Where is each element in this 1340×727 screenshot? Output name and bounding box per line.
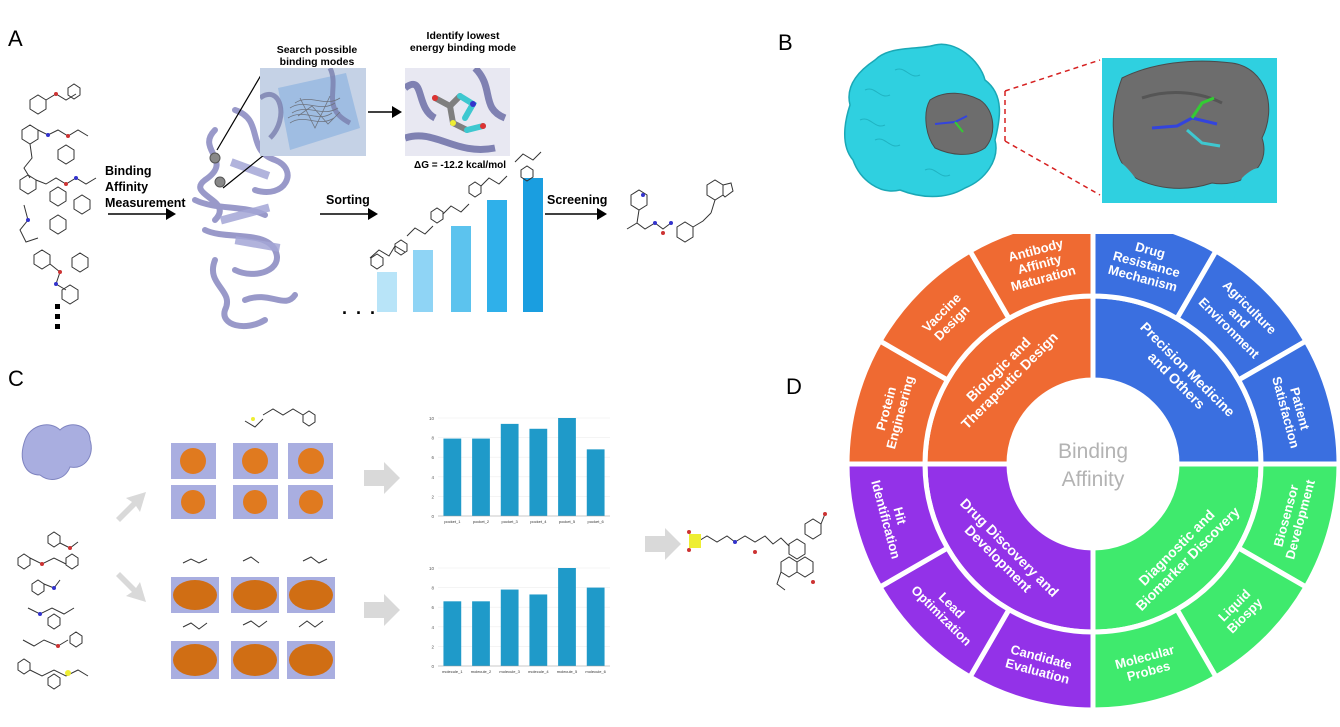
horizontal-ellipsis: . . .: [342, 298, 378, 318]
sorted-affinity-bars: [369, 151, 543, 312]
ligand-set: [17, 531, 89, 690]
molecule-chart-xtick: molecule_5: [557, 669, 578, 674]
molecule-chart-bar: [558, 568, 576, 666]
pocket-chart-ytick: 10: [429, 416, 435, 421]
pocket-chart-xtick: pocket_1: [444, 519, 461, 524]
pocket-docking-grid: [163, 405, 338, 520]
pocket-chart-ytick: 8: [431, 436, 434, 441]
molecule-chart-ytick: 0: [431, 664, 434, 669]
molecule-chart-ytick: 2: [431, 644, 434, 649]
molecule-chart-bar: [472, 601, 490, 666]
sorting-label: Sorting: [326, 193, 370, 207]
panel-d-letter: D: [786, 374, 802, 399]
hit-molecule: [626, 179, 734, 243]
molecule-chart-ytick: 10: [429, 566, 435, 571]
lowest-energy-mode-box: [405, 68, 510, 156]
pocket-chart-bar: [529, 428, 548, 516]
molecule-chart-bar: [586, 587, 605, 666]
sorted-bar-2: [413, 250, 433, 312]
identify-lowest-energy-label: Identify lowest energy binding mode: [409, 30, 517, 54]
molecule-score-chart: 0 2 4 6 8 10 molecule_1 molecule_2 molecule_3 mol…: [429, 566, 610, 674]
protein-surface: [844, 43, 1001, 198]
svg-text:Hit: Hit: [891, 505, 910, 526]
arrow-to-identify: [368, 106, 402, 118]
pocket-chart-bar: [472, 438, 490, 516]
outer-sector: [848, 461, 951, 590]
search-binding-modes-label: Search possible binding modes: [276, 44, 358, 68]
sorted-bar-5: [523, 178, 543, 312]
screening-label: Screening: [547, 193, 608, 207]
pocket-chart-xtick: pocket_3: [502, 519, 519, 524]
pocket-chart-xtick: pocket_5: [559, 519, 576, 524]
gray-arrow-down: [116, 572, 146, 602]
pocket-chart-xtick: pocket_2: [473, 519, 490, 524]
molecule-chart-bar: [443, 601, 462, 666]
gray-arrow-right-top: [364, 462, 400, 494]
pocket-chart-ytick: 0: [431, 514, 434, 519]
molecule-chart-bar: [500, 589, 519, 666]
molecule-chart-xtick: molecule_3: [499, 669, 520, 674]
molecule-chart-ytick: 6: [431, 605, 434, 610]
molecule-chart-xtick: molecule_6: [585, 669, 606, 674]
sorted-bar-1: [377, 272, 397, 312]
target-protein-surface: [21, 424, 92, 480]
molecule-chart-bar: [529, 594, 548, 666]
sorted-bar-3: [451, 226, 471, 312]
pocket-chart-bar: [500, 423, 519, 516]
molecule-chart-xtick: molecule_1: [442, 669, 463, 674]
pocket-chart-ytick: 4: [431, 475, 434, 480]
pocket-chart-bar: [558, 418, 576, 516]
panel-c-letter: C: [8, 366, 24, 391]
gray-arrow-right-bottom: [364, 594, 400, 626]
arrow-to-protein: [108, 208, 176, 220]
pocket-chart-bar: [586, 449, 605, 516]
zoom-guides: [1004, 59, 1101, 196]
pocket-chart-ytick: 6: [431, 455, 434, 460]
sorted-bar-4: [487, 200, 507, 312]
arrow-screening: [545, 208, 607, 220]
center-label: Affinity: [1062, 468, 1125, 491]
pocket-chart-bar: [443, 438, 462, 516]
pocket-chart-xtick: pocket_4: [530, 519, 547, 524]
vertical-ellipsis: [55, 304, 61, 329]
panel-b-letter: B: [778, 30, 793, 55]
molecule-chart-xtick: molecule_4: [528, 669, 549, 674]
molecule-chart-xtick: molecule_2: [471, 669, 492, 674]
binding-affinity-measurement-label: Binding Affinity Measurement: [105, 164, 186, 210]
ligand-library: [19, 83, 97, 305]
delta-g-label: ΔG = -12.2 kcal/mol: [414, 160, 506, 171]
gray-arrow-right-final: [645, 528, 681, 560]
pocket-score-chart: 0 2 4 6 8 10 pocket_1 pocket_2 pocket_3 pocket_4 p…: [429, 416, 610, 524]
center-label: Binding: [1058, 440, 1128, 463]
center-circle: [1011, 382, 1175, 546]
binding-modes-box: [260, 68, 366, 156]
molecule-docking-grid: [163, 555, 338, 685]
arrow-sorting: [320, 208, 378, 220]
molecule-chart-ytick: 8: [431, 586, 434, 591]
protein-structure: [192, 70, 298, 330]
gray-arrow-up: [116, 492, 146, 522]
panel-a-letter: A: [8, 26, 23, 51]
molecule-chart-ytick: 4: [431, 625, 434, 630]
selected-molecule: [687, 512, 827, 591]
binding-pocket-zoom: [1102, 58, 1277, 203]
pocket-chart-xtick: pocket_6: [588, 519, 605, 524]
pocket-chart-ytick: 2: [431, 494, 434, 499]
